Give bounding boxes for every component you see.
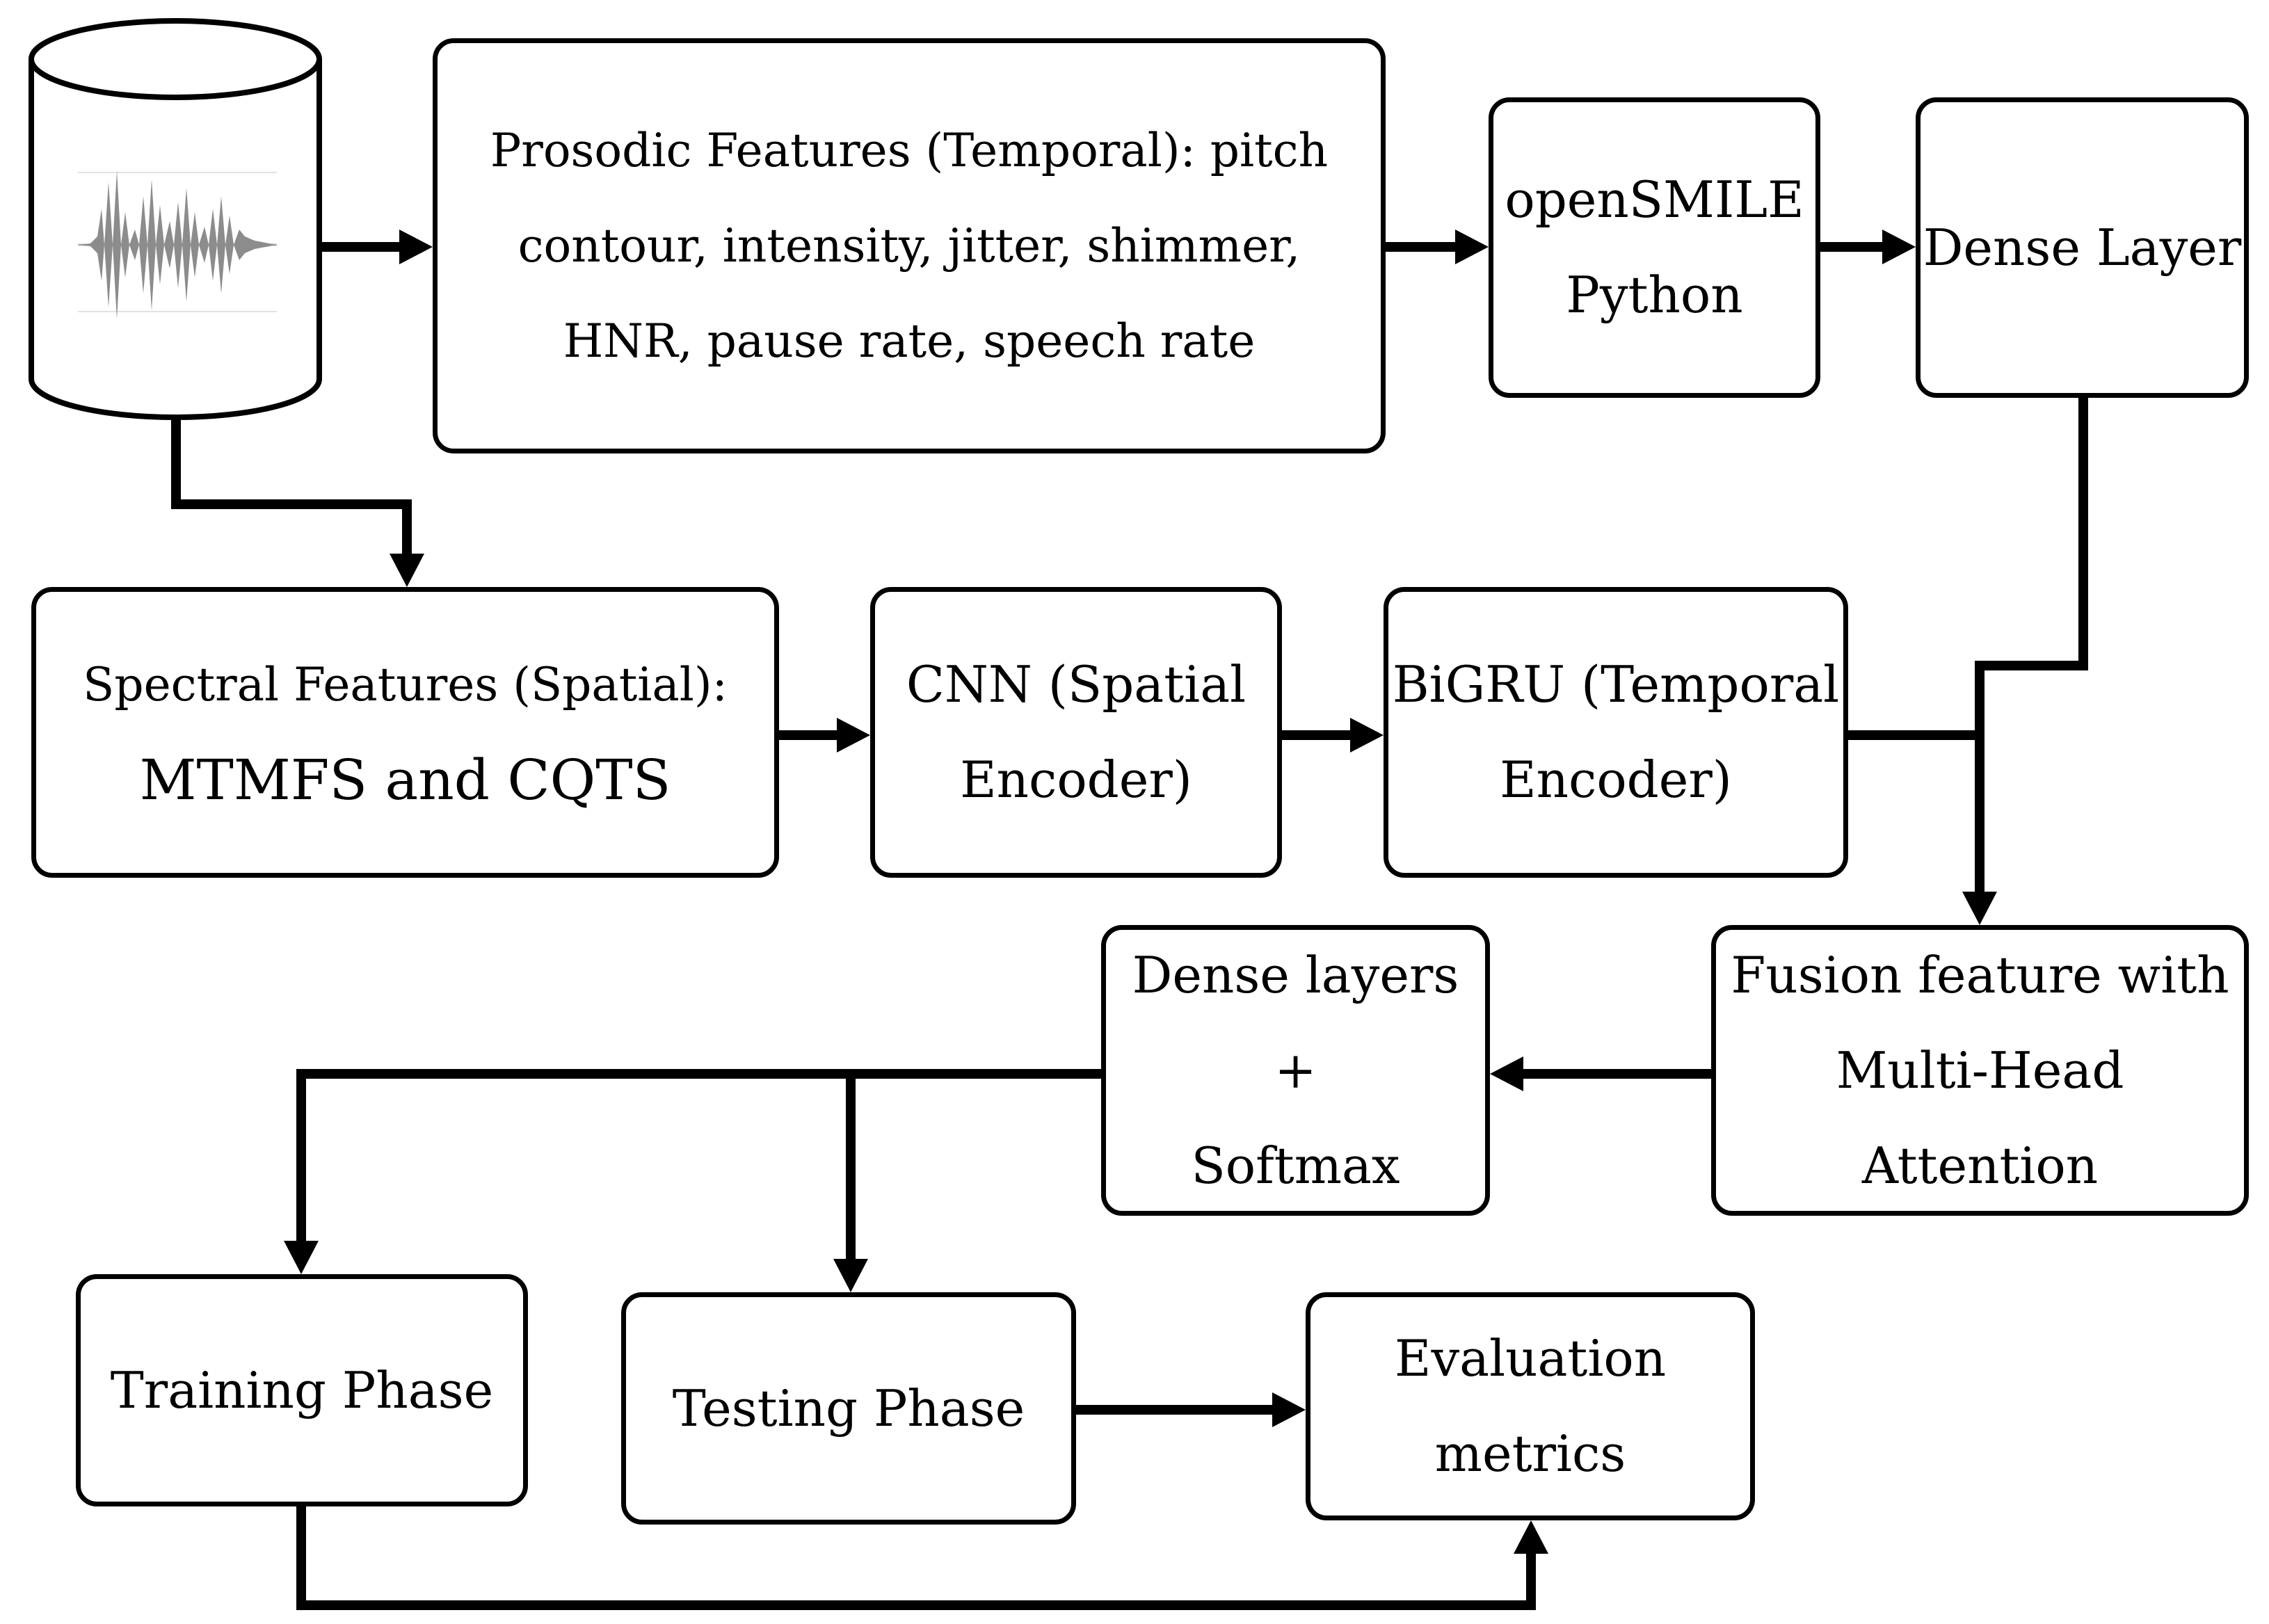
- prosodic-line-1: Prosodic Features (Temporal): pitch: [490, 124, 1329, 177]
- testing-phase-box: Testing Phase: [621, 1292, 1076, 1525]
- arrowhead-to-training: [284, 1241, 319, 1274]
- dense-layer-line-1: Dense Layer: [1923, 218, 2242, 277]
- cnn-line-2: Encoder): [960, 750, 1192, 809]
- fusion-line-1: Fusion feature with: [1731, 945, 2229, 1004]
- arrowhead-db-to-spectral: [390, 554, 424, 587]
- spectral-line-1: Spectral Features (Spatial):: [83, 658, 728, 711]
- fusion-line-2: Multi-Head Attention: [1836, 1040, 2124, 1195]
- arrowhead-training-to-evaluation: [1514, 1520, 1548, 1554]
- spectral-features-box: Spectral Features (Spatial): MTMFS and C…: [31, 587, 779, 878]
- arrowhead-fusion-to-softmax: [1490, 1056, 1523, 1091]
- waveform-icon: [78, 170, 277, 319]
- prosodic-line-3: HNR, pause rate, speech rate: [563, 314, 1256, 368]
- spectral-line-2: MTMFS and CQTS: [139, 748, 671, 812]
- evaluation-metrics-box: Evaluation metrics: [1306, 1292, 1755, 1520]
- arrow-db-to-spectral: [171, 417, 412, 554]
- cnn-line-1: CNN (Spatial: [906, 655, 1246, 714]
- arrowhead-to-fusion: [1962, 892, 1997, 925]
- arrowhead-to-testing: [833, 1259, 868, 1292]
- audio-database-icon: [29, 18, 322, 420]
- prosodic-line-2: contour, intensity, jitter, shimmer,: [518, 219, 1301, 273]
- opensmile-line-1: openSMILE: [1505, 170, 1804, 229]
- bigru-temporal-encoder-box: BiGRU (Temporal Encoder): [1384, 587, 1848, 878]
- training-line-1: Training Phase: [110, 1360, 494, 1420]
- arrowhead-db-to-prosodic: [399, 230, 433, 264]
- bigru-line-2: Encoder): [1500, 750, 1732, 809]
- arrow-training-to-evaluation: [296, 1506, 1536, 1610]
- arrowhead-cnn-to-bigru: [1350, 718, 1384, 753]
- arrowhead-testing-to-evaluation: [1272, 1392, 1306, 1427]
- arrowhead-prosodic-to-opensmile: [1455, 230, 1489, 264]
- opensmile-python-box: openSMILE Python: [1489, 97, 1820, 398]
- arrowhead-spectral-to-cnn: [837, 718, 870, 753]
- cnn-spatial-encoder-box: CNN (Spatial Encoder): [870, 587, 1282, 878]
- dense-softmax-line-1: Dense layers +: [1132, 945, 1459, 1100]
- dense-softmax-box: Dense layers + Softmax: [1101, 925, 1490, 1216]
- fusion-attention-box: Fusion feature with Multi-Head Attention: [1711, 925, 2249, 1216]
- dense-layer-box: Dense Layer: [1916, 97, 2249, 398]
- arrow-softmax-to-training: [296, 1069, 1101, 1241]
- dense-softmax-line-2: Softmax: [1191, 1136, 1400, 1195]
- prosodic-features-box: Prosodic Features (Temporal): pitch cont…: [433, 38, 1386, 453]
- evaluation-line-1: Evaluation metrics: [1394, 1329, 1667, 1483]
- bigru-line-1: BiGRU (Temporal: [1392, 655, 1840, 714]
- testing-line-1: Testing Phase: [672, 1378, 1025, 1438]
- arrowhead-opensmile-to-dense: [1882, 230, 1916, 264]
- training-phase-box: Training Phase: [76, 1274, 528, 1506]
- opensmile-line-2: Python: [1566, 266, 1743, 324]
- arrow-dense-to-fusion: [1975, 398, 2088, 892]
